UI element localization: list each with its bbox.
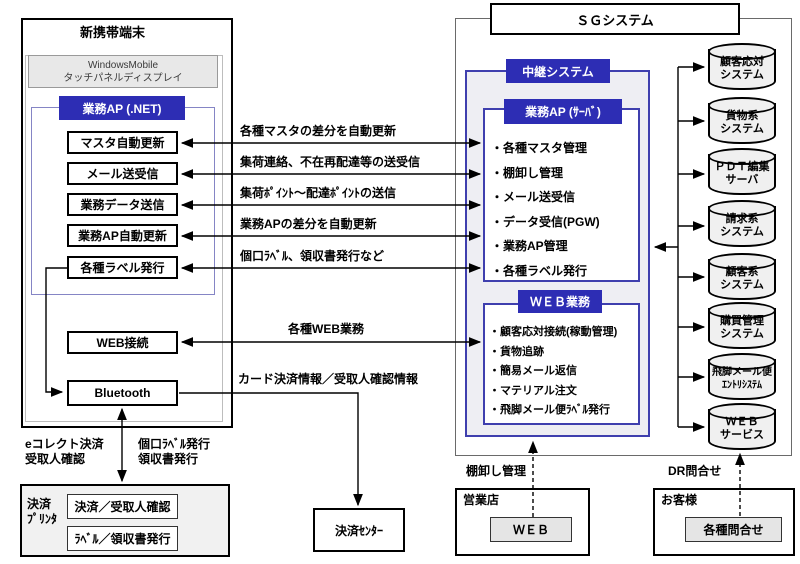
cylinder-top <box>708 302 776 319</box>
terminal-item-master-update: マスタ自動更新 <box>67 131 178 154</box>
terminal-title: 新携帯端末 <box>80 25 146 40</box>
terminal-item-data-send: 業務データ送信 <box>67 193 178 216</box>
flow-label-master: 各種マスタの差分を自動更新 <box>240 124 397 138</box>
printer-item-label: ﾗﾍﾞﾙ／領収書発行 <box>67 526 178 551</box>
ap-server-item: ・業務AP管理 <box>491 239 568 253</box>
db-label: 飛脚メール便 ｴﾝﾄﾘｼｽﾃﾑ <box>712 367 772 391</box>
ap-server-item: ・棚卸し管理 <box>491 165 564 180</box>
customer-label: お客様 <box>661 493 698 507</box>
cylinder-top <box>708 200 776 217</box>
db-web-service: ＷＥＢ サービス <box>708 403 776 450</box>
db-customer-response: 顧客応対 システム <box>708 43 776 90</box>
web-business-item: ・飛脚メール便ﾗﾍﾞﾙ発行 <box>489 404 610 416</box>
cylinder-top <box>708 253 776 270</box>
cylinder-top <box>708 353 776 370</box>
db-label: 顧客応対 システム <box>720 56 764 81</box>
flow-label-web: 各種WEB業務 <box>288 322 364 336</box>
db-customer: 顧客系 システム <box>708 253 776 300</box>
flow-label-point: 集荷ﾎﾟｲﾝﾄ～配達ﾎﾟｲﾝﾄの送信 <box>240 186 397 200</box>
ap-server-item: ・メール送受信 <box>491 190 576 204</box>
ap-server-title: 業務AP (ｻｰﾊﾞ) <box>504 99 622 124</box>
tanaoroshi-label: 棚卸し管理 <box>466 464 527 478</box>
bluetooth-box: Bluetooth <box>67 380 178 406</box>
windows-mobile-box: WindowsMobile タッチパネルディスプレイ <box>28 55 218 88</box>
ap-server-item: ・各種マスタ管理 <box>491 141 588 155</box>
printer-item-settlement: 決済／受取人確認 <box>67 494 178 519</box>
web-business-item: ・マテリアル注文 <box>489 384 577 397</box>
label-issue-label: 個口ﾗﾍﾞﾙ発行 領収書発行 <box>138 437 211 466</box>
relay-system-title: 中継システム <box>506 59 610 83</box>
db-purchasing: 購買管理 システム <box>708 302 776 349</box>
web-connect-box: WEB接続 <box>67 331 178 354</box>
cylinder-top <box>708 43 776 60</box>
ap-server-item: ・各種ラベル発行 <box>491 263 588 278</box>
cylinder-top <box>708 97 776 114</box>
sg-system-title: ＳＧシステム <box>490 3 740 35</box>
flow-label-pickup: 集荷連絡、不在再配達等の送受信 <box>240 155 421 169</box>
cylinder-top <box>708 148 776 165</box>
cylinder-top <box>708 403 776 420</box>
db-billing: 請求系 システム <box>708 200 776 247</box>
web-entry-box: ＷＥＢ <box>490 517 572 542</box>
db-label: 請求系 システム <box>720 213 764 238</box>
db-label: 貨物系 システム <box>720 110 764 135</box>
db-label: ＷＥＢ サービス <box>720 416 764 441</box>
ecollect-label: eコレクト決済 受取人確認 <box>25 437 104 466</box>
settlement-center-box: 決済ｾﾝﾀｰ <box>313 508 405 552</box>
terminal-item-ap-update: 業務AP自動更新 <box>67 224 178 247</box>
ap-server-item: ・データ受信(PGW) <box>491 214 600 229</box>
web-business-item: ・顧客応対接続(稼動管理) <box>489 326 618 338</box>
web-business-title: ＷＥＢ業務 <box>518 290 602 313</box>
db-label: ＰＤＴ編集 サーバ <box>714 161 770 186</box>
db-pdt-edit: ＰＤＴ編集 サーバ <box>708 148 776 195</box>
db-cargo: 貨物系 システム <box>708 97 776 144</box>
sales-office-label: 営業店 <box>463 493 500 507</box>
dr-inquiry-label: DR問合せ <box>668 464 722 478</box>
db-label: 顧客系 システム <box>720 266 764 291</box>
db-label: 購買管理 システム <box>720 315 764 340</box>
inquiry-box: 各種問合せ <box>685 517 782 542</box>
db-mail-entry: 飛脚メール便 ｴﾝﾄﾘｼｽﾃﾑ <box>708 353 776 400</box>
web-business-item: ・貨物追跡 <box>489 345 544 358</box>
ap-net-header: 業務AP (.NET) <box>59 96 185 120</box>
web-business-item-list: ・顧客応対接続(稼動管理) ・貨物追跡 ・簡易メール返信 ・マテリアル注文 ・飛… <box>489 323 617 421</box>
web-business-item: ・簡易メール返信 <box>489 365 577 377</box>
terminal-item-mail: メール送受信 <box>67 162 178 185</box>
flow-label-card: カード決済情報／受取人確認情報 <box>238 372 419 386</box>
terminal-item-label-issue: 各種ラベル発行 <box>67 256 178 279</box>
flow-label-ap-diff: 業務APの差分を自動更新 <box>240 217 377 231</box>
ap-server-item-list: ・各種マスタ管理 ・棚卸し管理 ・メール送受信 ・データ受信(PGW) ・業務A… <box>491 136 600 283</box>
printer-label: 決済 ﾌﾟﾘﾝﾀ <box>27 497 58 526</box>
flow-label-label-issue: 個口ﾗﾍﾞﾙ、領収書発行など <box>240 249 385 263</box>
